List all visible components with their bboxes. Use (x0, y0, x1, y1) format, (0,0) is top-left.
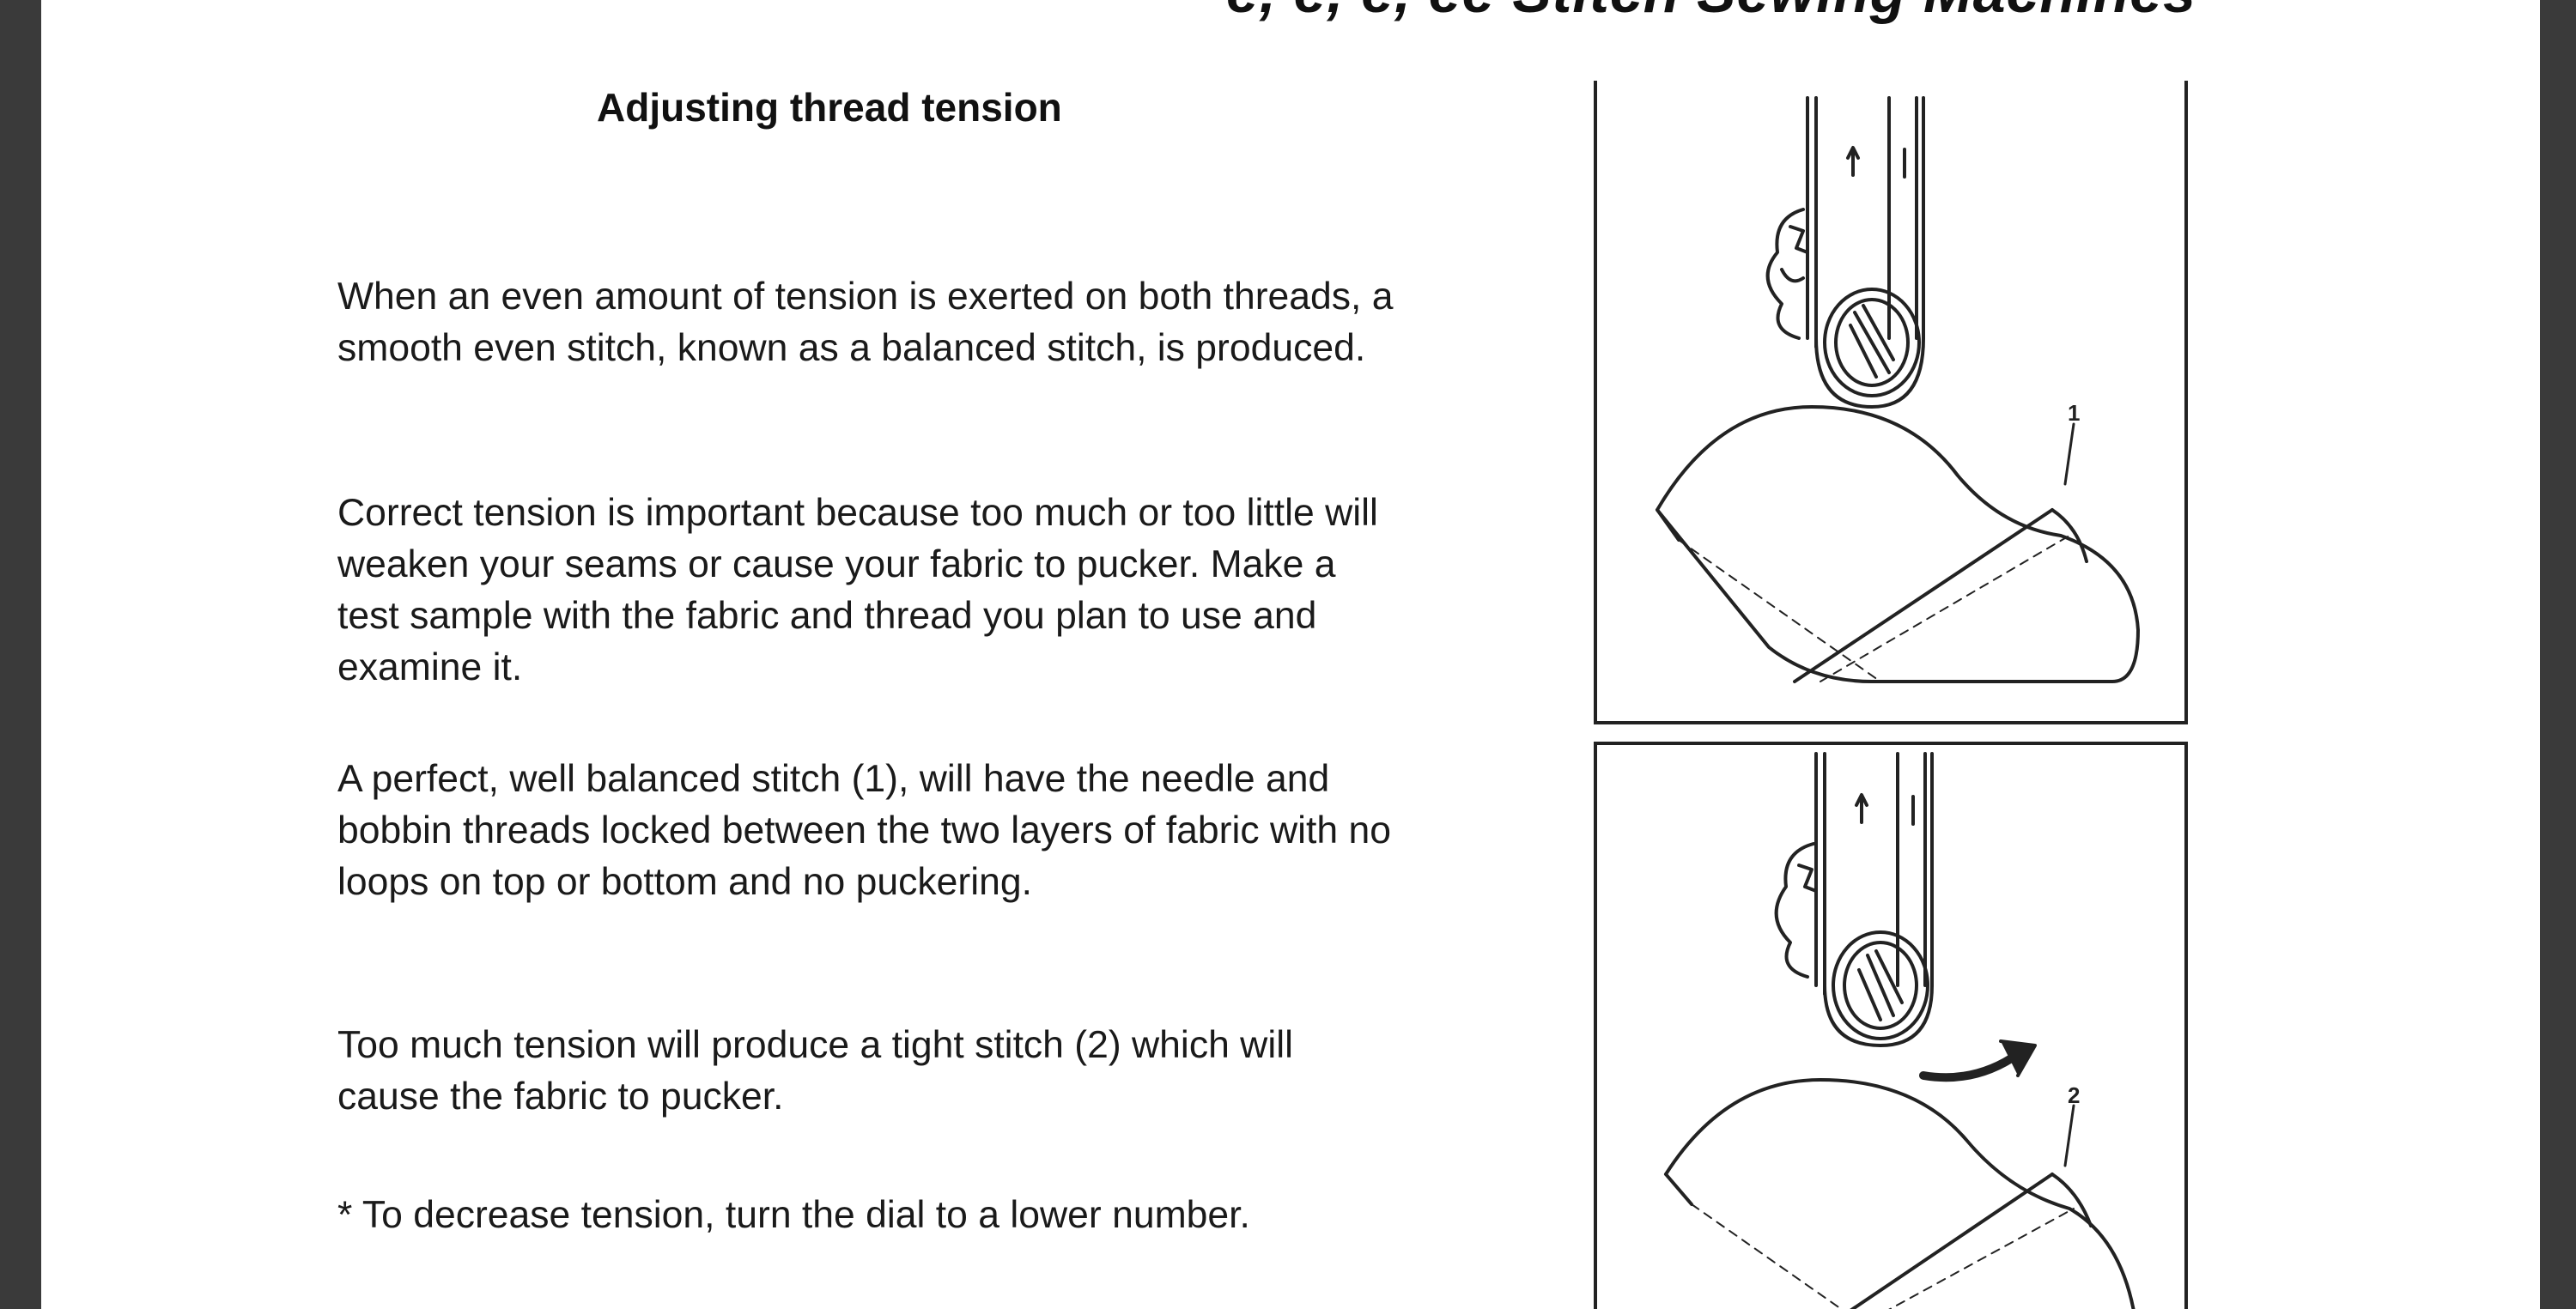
paragraph-correct-tension: Correct tension is important because too… (337, 492, 1378, 688)
figure-label-1: 1 (2068, 400, 2081, 426)
page-header-title: e, e, e, ee Stitch Sewing Machines (1226, 0, 2196, 26)
figure-tight-stitch: 2 (1594, 742, 2188, 1309)
paragraph-too-much-tension: Too much tension will produce a tight st… (337, 1024, 1293, 1118)
document-page: e, e, e, ee Stitch Sewing Machines Adjus… (41, 0, 2540, 1309)
paragraph-perfect-stitch: A perfect, well balanced stitch (1), wil… (337, 758, 1391, 903)
figure-label-2: 2 (2068, 1082, 2081, 1108)
tension-dial-balanced-stitch-illustration (1656, 96, 2140, 683)
tension-dial-tight-stitch-illustration (1664, 752, 2136, 1309)
figure-balanced-stitch: 1 (1594, 81, 2188, 724)
paragraph-balanced-stitch: When an even amount of tension is exerte… (337, 276, 1394, 369)
paragraph-decrease-tension: * To decrease tension, turn the dial to … (337, 1194, 1250, 1236)
section-title: Adjusting thread tension (597, 85, 1062, 130)
